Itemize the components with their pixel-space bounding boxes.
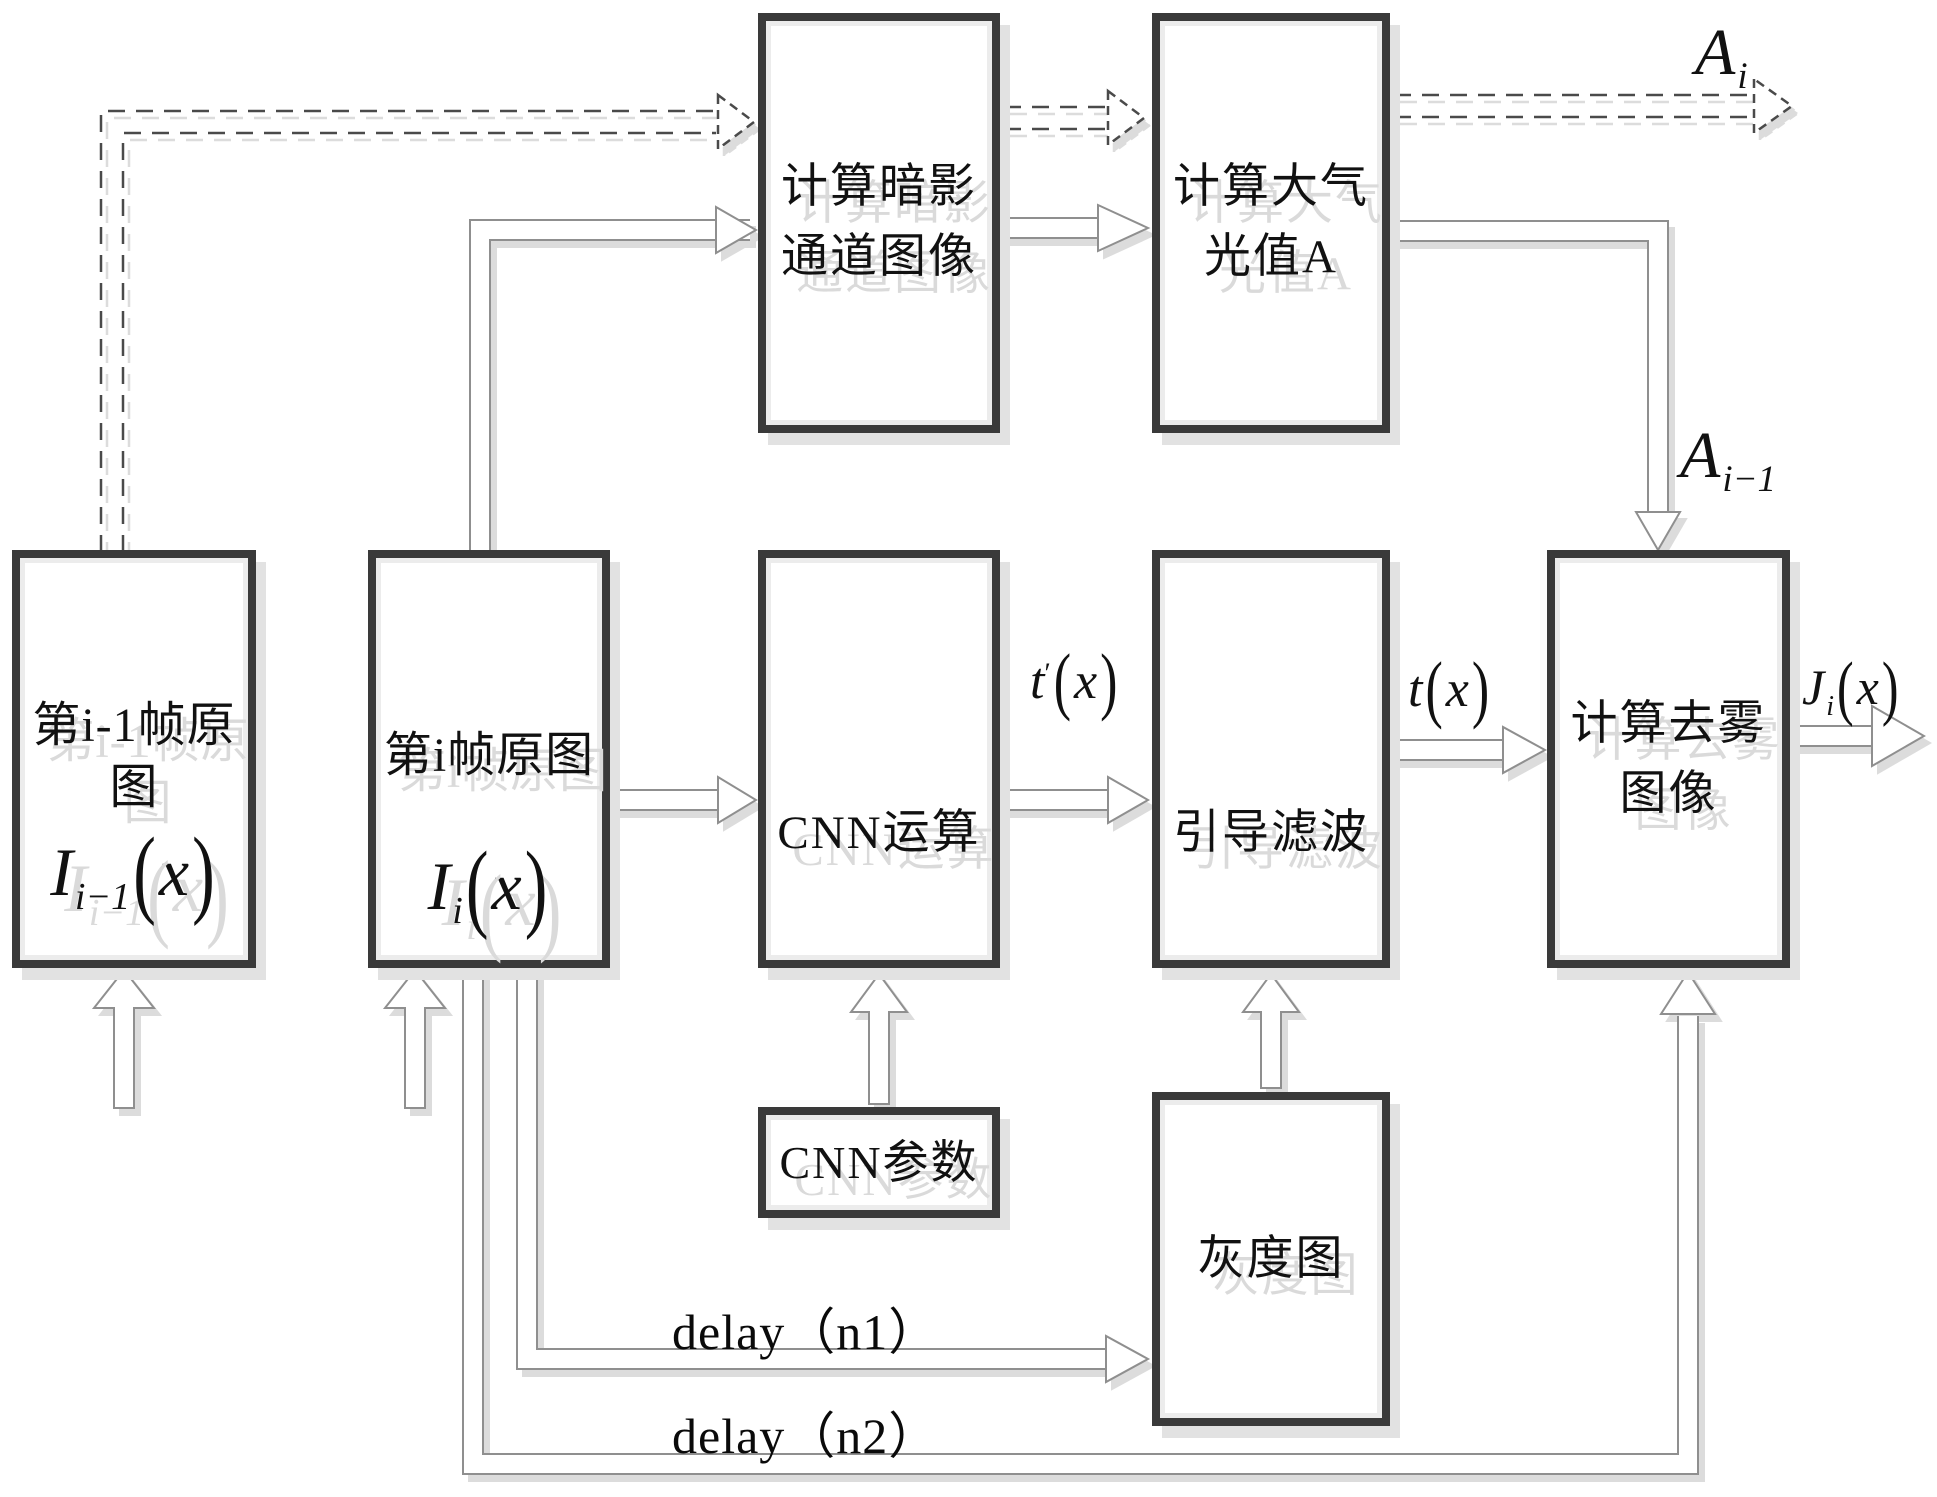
- box-dehaze-line1: 计算去雾: [1570, 698, 1767, 750]
- arrow-delay-n2: [462, 958, 1717, 1475]
- arrow-delay-n1: [516, 958, 1151, 1384]
- box-dehaze: 计算去雾 图像: [1547, 550, 1790, 968]
- box-dark-channel-line2: 通道图像: [781, 231, 977, 283]
- box-dehaze-line2: 图像: [1619, 768, 1718, 820]
- box-gray-image: 灰度图: [1152, 1092, 1390, 1426]
- box-frame-prev: 第i-1帧原 图 Ii−1(x): [12, 550, 256, 968]
- arrow-dehaze-output: [1792, 704, 1927, 768]
- box-frame-prev-line1: 第i-1帧原: [32, 699, 236, 752]
- box-cnn-params-label: CNN参数: [779, 1136, 979, 1188]
- box-cnn-params: CNN参数: [758, 1107, 1000, 1218]
- label-Aprev: Ai−1: [1680, 419, 1777, 500]
- box-cnn-op-label: CNN运算: [777, 807, 981, 859]
- box-gray-image-label: 灰度图: [1197, 1233, 1345, 1285]
- arrow-guided-filter-to-dehaze: [1392, 725, 1548, 775]
- box-atmos-light: 计算大气 光值A: [1152, 13, 1390, 433]
- box-dark-channel: 计算暗影 通道图像: [758, 13, 1000, 433]
- label-Ai: Ai: [1695, 16, 1748, 97]
- box-frame-cur-line1: 第i帧原图: [383, 729, 595, 782]
- label-t-prime-x: t′(x): [1030, 640, 1118, 723]
- arrow-cnn-to-guided-filter: [1002, 775, 1151, 825]
- arrow-cnn-params-to-cnn: [849, 972, 909, 1105]
- formula-I-prev: Ii−1(x): [50, 816, 215, 927]
- dashed-arrow-atmos-to-Ai: [1394, 76, 1795, 136]
- label-Ji-x: Ji(x): [1802, 646, 1899, 728]
- arrow-cur-to-cnn: [612, 775, 758, 825]
- arrow-dark-channel-to-atmos: [1002, 203, 1151, 253]
- box-guided-filter-label: 引导滤波: [1173, 807, 1369, 859]
- arrow-input-frame-cur: [382, 968, 448, 1109]
- formula-I-cur: Ii(x): [427, 830, 548, 941]
- box-frame-prev-line2: 图: [109, 761, 159, 814]
- arrow-atmos-to-dehaze-Aprev: [1392, 220, 1682, 552]
- dashed-arrow-prev-to-dark-channel: [99, 92, 757, 552]
- box-guided-filter: 引导滤波: [1152, 550, 1390, 968]
- box-atmos-light-line1: 计算大气: [1173, 161, 1369, 213]
- dashed-arrow-dark-channel-to-atmos: [1004, 88, 1147, 148]
- label-delay-n2: delay（n2）: [672, 1408, 940, 1464]
- arrow-gray-to-guided-filter: [1241, 972, 1301, 1089]
- label-delay-n1: delay（n1）: [672, 1304, 940, 1360]
- box-atmos-light-line2: 光值A: [1204, 231, 1338, 283]
- box-frame-cur: 第i帧原图 Ii(x): [368, 550, 610, 968]
- arrow-cur-to-dark-channel: [469, 205, 759, 558]
- box-cnn-op: CNN运算: [758, 550, 1000, 968]
- label-t-x: t(x): [1408, 648, 1490, 731]
- arrow-input-frame-prev: [91, 968, 157, 1109]
- box-dark-channel-line1: 计算暗影: [781, 161, 977, 213]
